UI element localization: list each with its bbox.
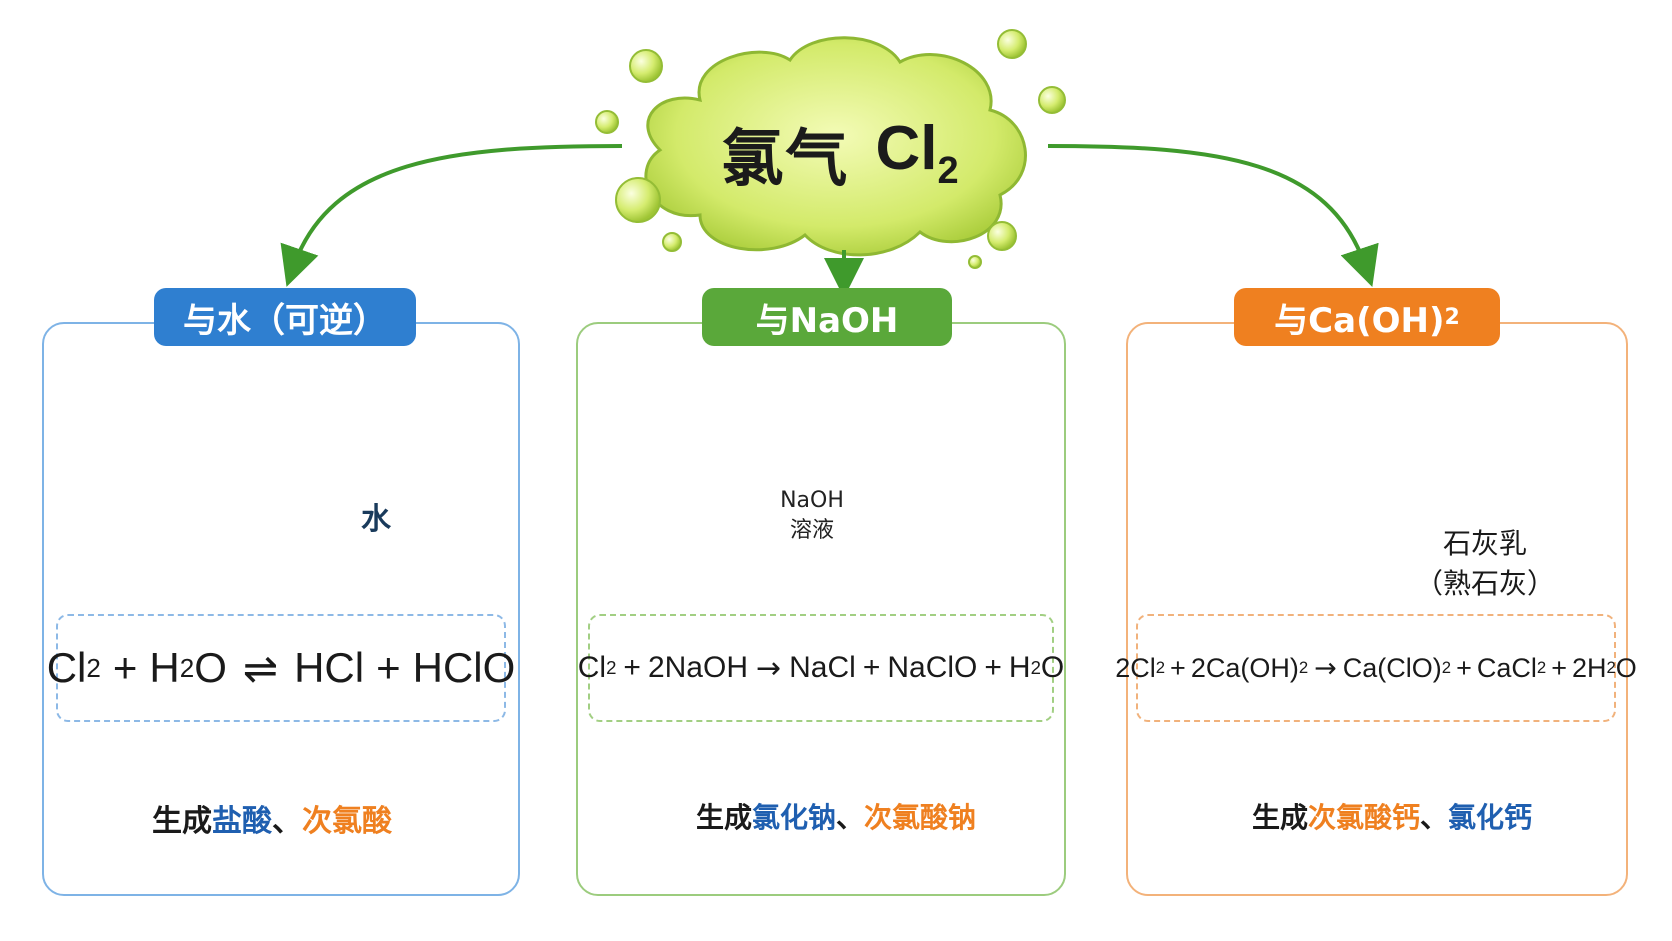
tag-water: 与水（可逆） — [154, 288, 416, 346]
panel-caoh2 — [1126, 322, 1628, 896]
powder-label: 石灰乳 （熟石灰） — [1414, 527, 1555, 600]
panel-water — [42, 322, 520, 896]
drop-label: 水 — [361, 502, 391, 537]
bottle-label: NaOH 溶液 — [780, 488, 844, 543]
products-water: 生成盐酸、次氯酸 — [152, 804, 392, 839]
title-formula: Cl2 — [875, 114, 959, 192]
panel-naoh — [576, 322, 1066, 896]
products-naoh: 生成氯化钠、次氯酸钠 — [696, 801, 977, 834]
products-caoh2: 生成次氯酸钙、氯化钙 — [1252, 801, 1533, 834]
bubbles — [595, 29, 1066, 269]
tag-naoh: 与NaOH — [702, 288, 952, 346]
title-chinese: 氯气 — [721, 122, 850, 195]
tag-caoh2: 与Ca(OH)2 — [1234, 288, 1500, 346]
main-title: 氯气 Cl2 — [690, 108, 990, 198]
connector-arrows — [280, 144, 1379, 298]
